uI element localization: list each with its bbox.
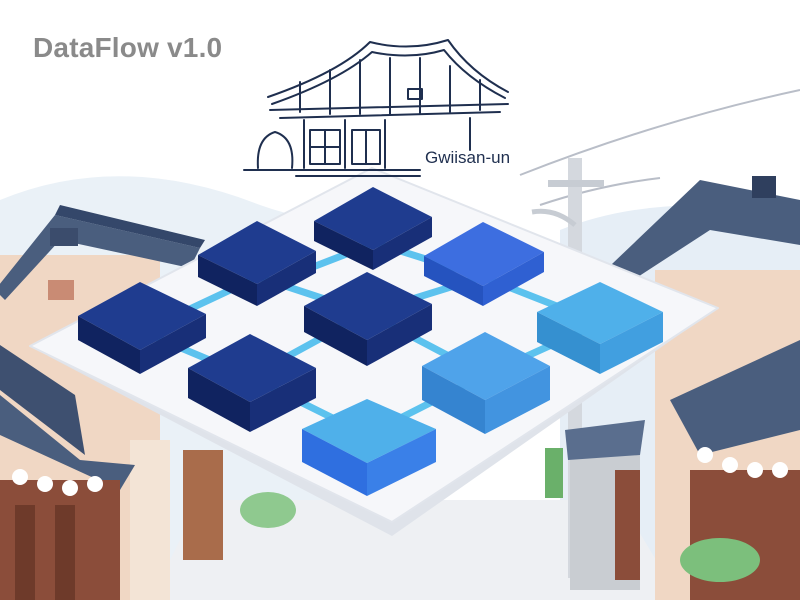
- data-node[interactable]: [537, 282, 663, 374]
- hanok-pavilion-icon: [243, 39, 509, 177]
- shrub: [545, 448, 563, 498]
- data-node[interactable]: [314, 187, 432, 270]
- shrub: [680, 538, 760, 582]
- data-node[interactable]: [188, 334, 316, 432]
- data-node[interactable]: [78, 282, 206, 374]
- data-node[interactable]: [198, 221, 316, 306]
- data-node[interactable]: [424, 222, 544, 306]
- power-line: [519, 89, 800, 176]
- street-lamp: [531, 208, 577, 227]
- data-node[interactable]: [422, 332, 550, 434]
- power-line: [539, 177, 661, 206]
- signboard-label: Gwiisan-un: [425, 148, 511, 167]
- data-node[interactable]: [304, 272, 432, 366]
- app-title: DataFlow v1.0: [33, 32, 223, 63]
- data-node[interactable]: [302, 399, 436, 496]
- hanok-roof-left-front: [0, 345, 135, 600]
- utility-pole-arm: [548, 180, 604, 187]
- hanok-house-right: [565, 176, 800, 600]
- shrub: [240, 492, 296, 528]
